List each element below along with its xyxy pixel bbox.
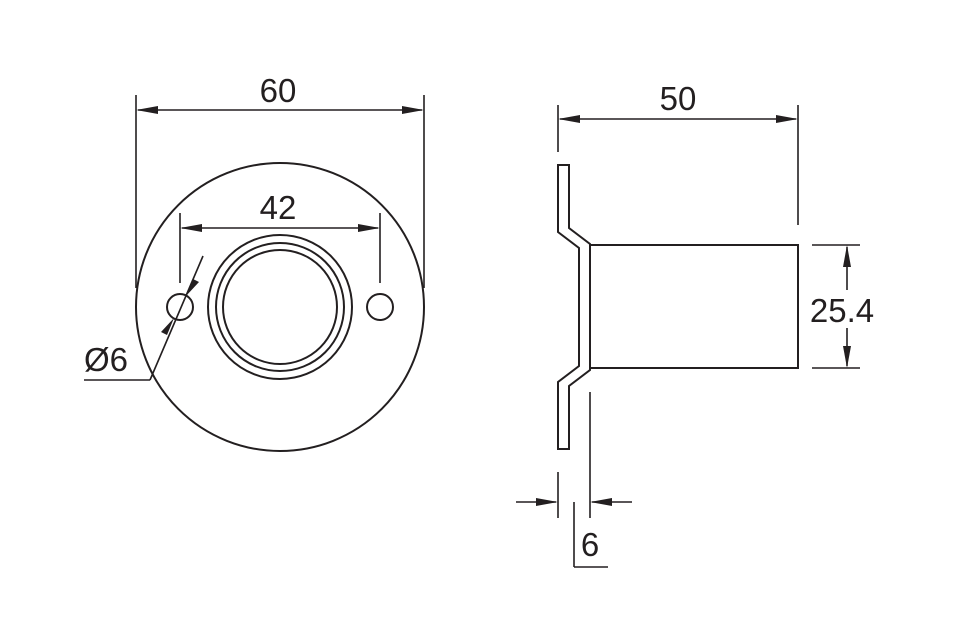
dimension-tube-diameter: 25.4 [810, 244, 874, 369]
tube-inner-ring [222, 249, 338, 365]
mounting-hole-right [366, 293, 394, 321]
tube-body [590, 244, 799, 369]
dimension-label-hole-diameter: Ø6 [84, 341, 128, 378]
mounting-hole-left [166, 293, 194, 321]
flange-profile [557, 164, 591, 450]
flange-outer-circle [135, 162, 425, 452]
dimension-flange-thickness: 6 [516, 392, 632, 568]
front-view: 60 42 Ø6 [84, 72, 425, 452]
dimension-label-42: 42 [260, 189, 297, 226]
dimension-length: 50 [557, 80, 799, 225]
dimension-hole-diameter: Ø6 [84, 255, 204, 381]
side-view: 50 25.4 6 [516, 80, 874, 568]
dimension-label-25-4: 25.4 [810, 292, 874, 329]
tube-outer-ring [207, 234, 353, 380]
dimension-label-60: 60 [260, 72, 297, 109]
dimension-overall-diameter: 60 [135, 72, 425, 288]
dimension-label-50: 50 [660, 80, 697, 117]
tube-middle-ring [215, 242, 345, 372]
dimension-hole-spacing: 42 [179, 189, 381, 283]
dimension-label-6: 6 [581, 526, 599, 563]
